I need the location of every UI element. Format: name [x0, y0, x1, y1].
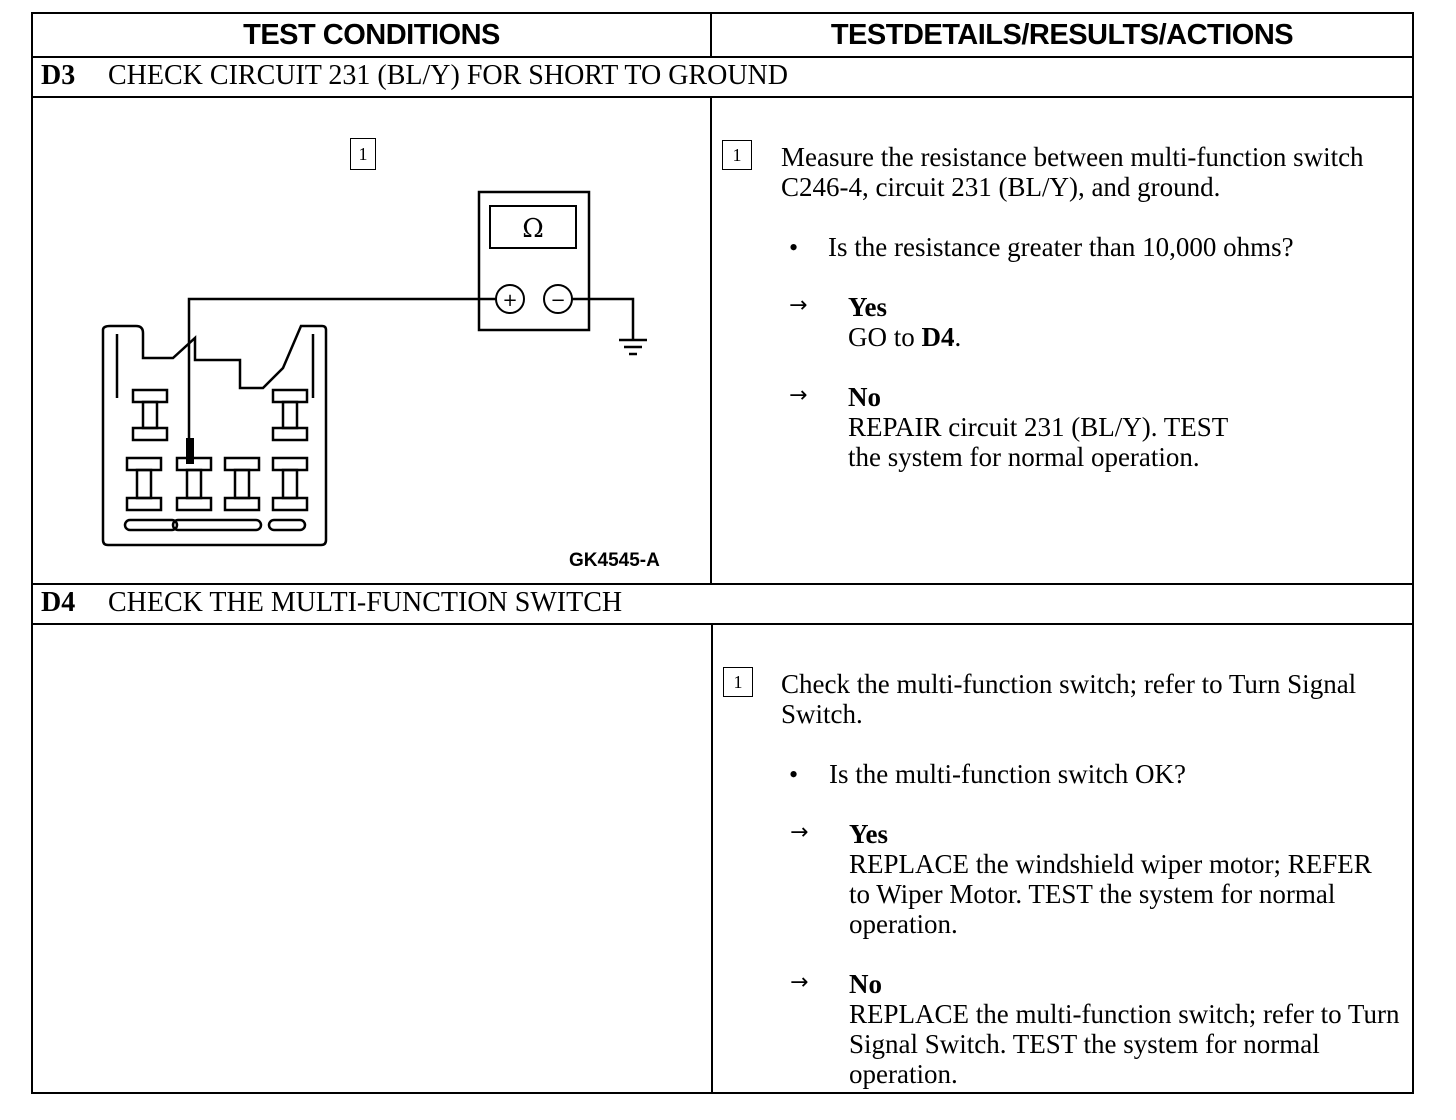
section-code: D3 — [41, 60, 76, 91]
section-header-d3: D3 CHECK CIRCUIT 231 (BL/Y) FOR SHORT TO… — [41, 56, 788, 96]
yes-action-ref: D4 — [921, 322, 955, 352]
bullet-icon: • — [789, 760, 799, 789]
d3-title-divider — [33, 96, 1412, 98]
yes-action-suffix: . — [954, 322, 962, 352]
right-arrow-icon: → — [790, 820, 809, 845]
svg-text:+: + — [502, 290, 517, 311]
yes-action-prefix: GO to — [848, 322, 922, 352]
no-label: No — [848, 382, 881, 412]
yes-action: GO to D4. — [848, 322, 1378, 352]
step-question: Is the multi-function switch OK? — [829, 759, 1186, 789]
step-marker: 1 — [722, 140, 752, 170]
ground-symbol-icon — [619, 338, 647, 356]
right-arrow-icon: → — [789, 293, 808, 318]
right-arrow-icon: → — [790, 970, 809, 995]
step-instruction: Check the multi-function switch; refer t… — [781, 669, 1357, 729]
section-title: CHECK THE MULTI-FUNCTION SWITCH — [108, 587, 623, 618]
svg-text:Ω: Ω — [522, 214, 544, 244]
no-action: REPAIR circuit 231 (BL/Y). TEST the syst… — [848, 412, 1228, 472]
yes-label: Yes — [849, 819, 888, 849]
step-instruction: Measure the resistance between multi-fun… — [781, 142, 1364, 202]
column-header-test-details: TESTDETAILS/RESULTS/ACTIONS — [830, 18, 1294, 51]
header-column-divider — [710, 14, 712, 56]
d4-details: 1 Check the multi-function switch; refer… — [713, 625, 1413, 1094]
d3-body-divider — [33, 583, 1412, 585]
connector-c246-drawing — [101, 324, 328, 547]
figure-step-marker: 1 — [350, 138, 376, 170]
yes-action: REPLACE the windshield wiper motor; REFE… — [849, 849, 1372, 939]
header-divider — [33, 56, 1412, 58]
right-arrow-icon: → — [789, 383, 808, 408]
yes-label: Yes — [848, 292, 887, 322]
bullet-icon: • — [789, 233, 799, 262]
step-marker: 1 — [723, 667, 753, 697]
probe-tip — [186, 438, 194, 464]
svg-text:−: − — [550, 290, 565, 311]
d4-column-divider — [711, 623, 713, 1094]
column-header-test-conditions: TEST CONDITIONS — [243, 18, 500, 51]
step-question: Is the resistance greater than 10,000 oh… — [828, 232, 1294, 262]
d4-title-divider — [33, 623, 1412, 625]
figure-label: GK4545-A — [569, 550, 660, 571]
ohmmeter-icon: Ω + − — [477, 190, 591, 332]
no-label: No — [849, 969, 882, 999]
d3-column-divider — [710, 96, 712, 583]
d3-figure: 1 Ω + − — [33, 98, 710, 583]
connector-ohmmeter-diagram: Ω + − — [101, 190, 647, 547]
no-action: REPLACE the multi-function switch; refer… — [849, 999, 1400, 1089]
section-title: CHECK CIRCUIT 231 (BL/Y) FOR SHORT TO GR… — [108, 60, 788, 91]
section-code: D4 — [41, 587, 76, 618]
d3-details: 1 Measure the resistance between multi-f… — [712, 98, 1412, 583]
diagnostic-table: TEST CONDITIONS TESTDETAILS/RESULTS/ACTI… — [31, 12, 1414, 1094]
section-header-d4: D4 CHECK THE MULTI-FUNCTION SWITCH — [41, 583, 622, 623]
